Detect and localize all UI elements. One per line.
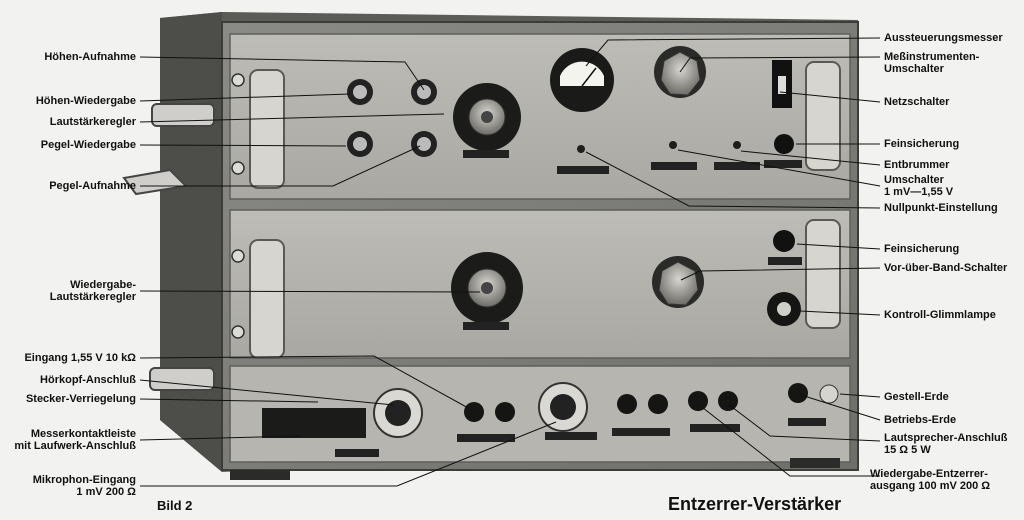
ground-terminal[interactable]	[819, 384, 839, 404]
label-mikrophon: Mikrophon-Eingang 1 mV 200 Ω	[32, 474, 136, 498]
label-messinstrumenten: Meßinstrumenten- Umschalter	[884, 51, 980, 75]
volume-dial[interactable]	[453, 83, 521, 151]
label-netzschalter: Netzschalter	[884, 96, 950, 108]
label-lautstaerkeregler: Lautstärkeregler	[49, 116, 136, 128]
figure-caption: Bild 2	[157, 498, 193, 513]
connector-label-plate	[335, 418, 826, 457]
small-knob[interactable]	[347, 79, 437, 157]
leader-lines	[139, 37, 881, 487]
label-wiedergabe-lautstaerkeregler: Wiedergabe- Lautstärkeregler	[49, 279, 136, 303]
label-feinsicherung-1: Feinsicherung	[884, 138, 960, 150]
label-gestell-erde: Gestell-Erde	[884, 391, 949, 403]
label-wiedergabe-entzerrer: Wiedergabe-Entzerrer- ausgang 100 mV 200…	[870, 468, 991, 492]
knife-contact-strip	[262, 408, 366, 438]
label-hoerkopf: Hörkopf-Anschluß	[40, 374, 136, 386]
label-hoehen-wiedergabe: Höhen-Wiedergabe	[35, 95, 136, 107]
round-socket[interactable]	[373, 382, 588, 438]
label-nullpunkt: Nullpunkt-Einstellung	[884, 202, 998, 214]
label-lautsprecher: Lautsprecher-Anschluß 15 Ω 5 W	[884, 432, 1008, 456]
power-switch[interactable]	[772, 60, 792, 108]
label-vor-ueber-band: Vor-über-Band-Schalter	[884, 262, 1008, 274]
label-kontroll-glimmlampe: Kontroll-Glimmlampe	[884, 309, 996, 321]
label-messerkontakt: Messerkontaktleiste mit Laufwerk-Anschlu…	[14, 428, 136, 452]
label-stecker: Stecker-Verriegelung	[25, 393, 136, 405]
label-entbrummer: Entbrummer	[884, 159, 950, 171]
tape-monitor-switch[interactable]	[652, 256, 704, 308]
label-pegel-wiedergabe: Pegel-Wiedergabe	[40, 139, 136, 151]
banana-jack[interactable]	[464, 383, 808, 422]
label-hoehen-aufnahme: Höhen-Aufnahme	[44, 51, 136, 63]
label-umschalter: Umschalter 1 mV—1,55 V	[884, 174, 954, 198]
middle-panel	[229, 209, 851, 359]
trim-hole[interactable]	[577, 141, 741, 153]
figure-title: Entzerrer-Verstärker	[668, 494, 842, 514]
panel-handle	[249, 61, 841, 359]
playback-volume-dial[interactable]	[451, 252, 523, 324]
fuse-holder[interactable]	[773, 134, 795, 252]
label-feinsicherung-2: Feinsicherung	[884, 243, 960, 255]
panel-screw	[231, 73, 245, 339]
glow-lamp	[767, 292, 801, 326]
level-meter	[550, 48, 614, 112]
panel-label-plate	[463, 150, 802, 330]
case-foot	[230, 458, 840, 480]
label-pegel-aufnahme: Pegel-Aufnahme	[49, 180, 136, 192]
label-betriebs-erde: Betriebs-Erde	[884, 414, 957, 426]
label-eingang: Eingang 1,55 V 10 kΩ	[24, 352, 136, 364]
label-aussteuerungsmesser: Aussteuerungsmesser	[884, 32, 1003, 44]
upper-panel	[229, 33, 851, 200]
